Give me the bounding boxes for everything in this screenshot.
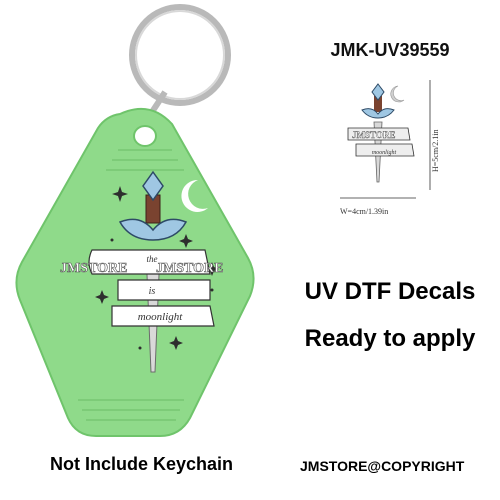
keychain-illustration: the is moonlight JMSTORE JMSTORE <box>15 4 255 437</box>
banner-line1: the <box>147 254 158 264</box>
sparkle-icons <box>95 186 219 350</box>
moon-icon <box>181 179 208 212</box>
no-keychain-note: Not Include Keychain <box>50 454 234 474</box>
height-label: H=5cm/2.1in <box>431 129 440 172</box>
headline-uv-dtf: UV DTF Decals <box>304 278 476 305</box>
preview-watermark: JMSTORE <box>352 130 395 140</box>
tag-ridges-top <box>106 149 184 171</box>
width-label: W=4cm/1.39in <box>340 207 388 216</box>
banner-line3: moonlight <box>138 311 184 323</box>
headline-ready: Ready to apply <box>304 325 476 352</box>
keychain-hole <box>133 125 157 147</box>
sku-label: JMK-UV39559 <box>330 40 450 60</box>
copyright-note: JMSTORE@COPYRIGHT <box>300 458 465 474</box>
banner-line2: is <box>149 286 156 297</box>
preview-moon-icon <box>390 85 405 103</box>
tag-ridges-bottom <box>78 399 184 421</box>
decal-preview: JMSTORE moonlight H=5cm/2.1in W=4cm/1.39… <box>340 80 440 216</box>
key-ring-icon <box>129 4 231 120</box>
watermark-left: JMSTORE <box>60 261 127 276</box>
preview-banner-text: moonlight <box>372 150 397 156</box>
preview-ribbon <box>347 127 415 157</box>
watermark-right: JMSTORE <box>156 261 223 276</box>
ribbon-banner <box>88 249 215 327</box>
